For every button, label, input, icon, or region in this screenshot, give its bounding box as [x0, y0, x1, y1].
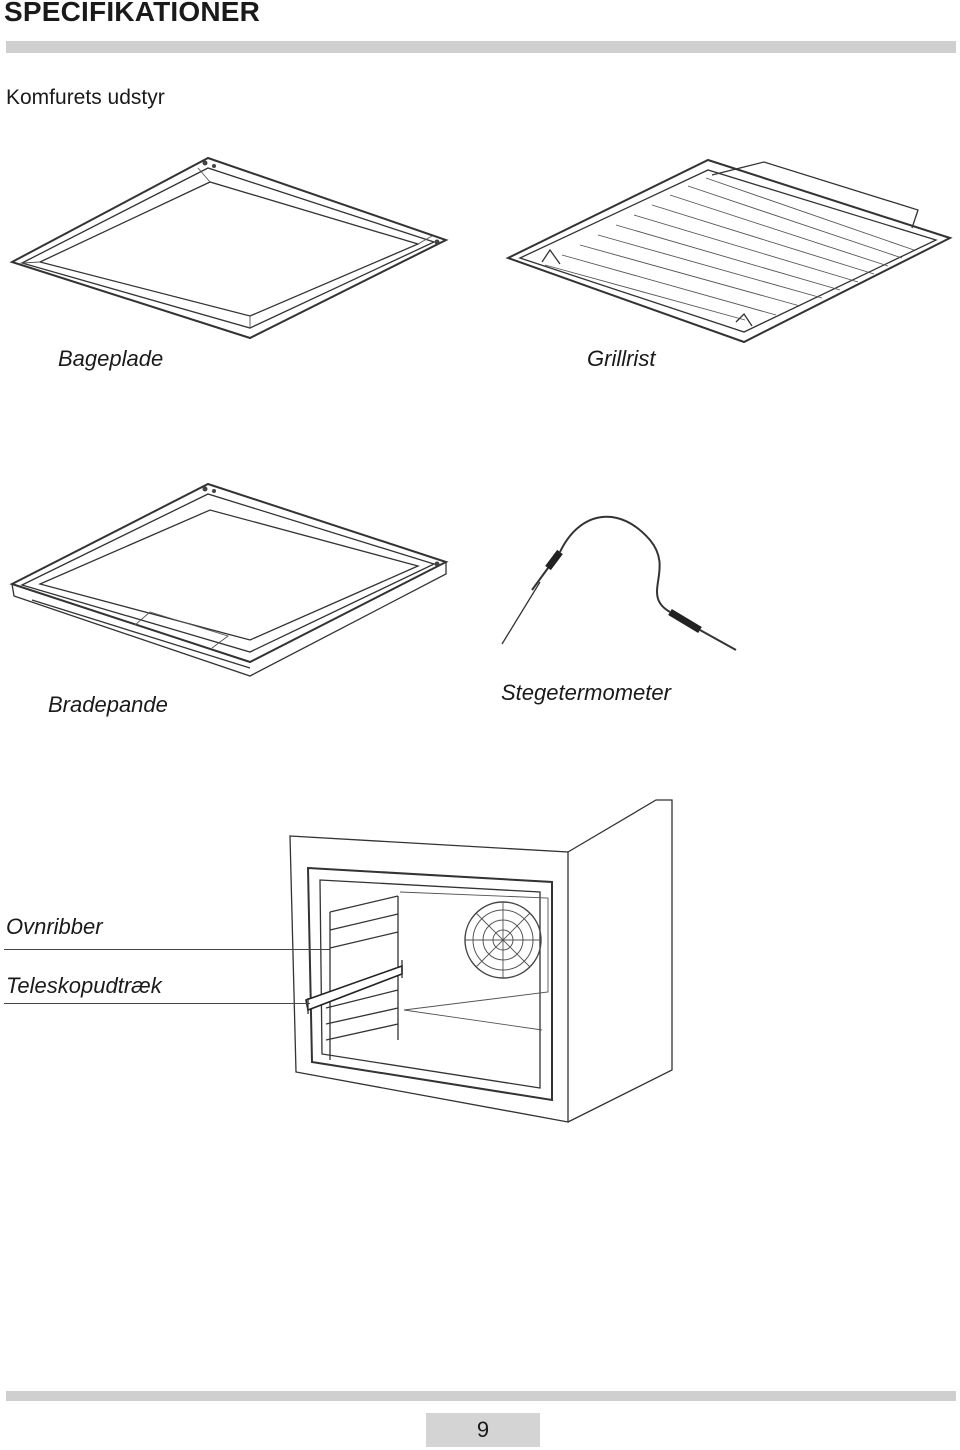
page-number: 9 [426, 1413, 540, 1447]
grill-rack-caption: Grillrist [587, 346, 656, 371]
footer-divider [6, 1391, 956, 1401]
telescopic-runners-leader-line [4, 1003, 310, 1004]
header-divider [6, 41, 956, 53]
shelf-supports-label: Ovnribber [6, 914, 103, 939]
baking-tray-caption: Bageplade [58, 346, 164, 371]
telescopic-runners-label: Teleskopudtræk [6, 973, 162, 998]
section-subtitle: Komfurets udstyr [6, 86, 165, 109]
roasting-pan-caption: Bradepande [48, 692, 168, 717]
meat-probe-caption: Stegetermometer [501, 680, 671, 705]
shelf-supports-leader-line [4, 949, 330, 950]
page-title: SPECIFIKATIONER [4, 0, 261, 27]
